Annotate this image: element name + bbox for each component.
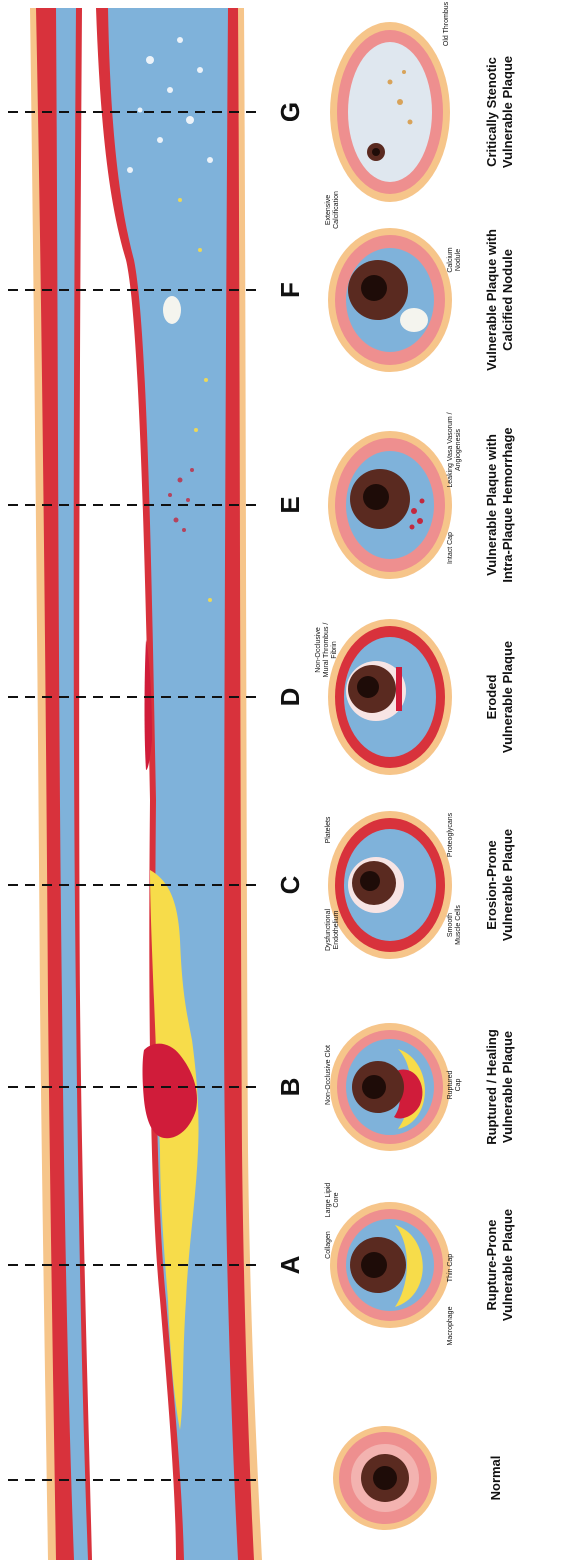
caption-a-2: Vulnerable Plaque (500, 1209, 515, 1321)
annotation-collagen: Collagen (325, 1231, 332, 1259)
caption-b-1: Ruptured / Healing (484, 1029, 499, 1145)
caption-e-2: Intra-Plaque Hemorrhage (500, 427, 515, 582)
annotation-large-lipid-core-1: Large Lipid (325, 1183, 332, 1218)
annotation-non-occlusive-clot: Non-Occlusive Clot (325, 1045, 332, 1105)
cross-section-normal (333, 1426, 437, 1530)
caption-a-1: Rupture-Prone (484, 1220, 499, 1311)
caption-b-2: Vulnerable Plaque (500, 1031, 515, 1143)
cross-section-f (328, 228, 452, 372)
annotation-proteoglycans: Proteoglycans (447, 812, 454, 857)
stage-letter-a: A (275, 1255, 305, 1274)
caption-d-1: Eroded (484, 675, 499, 720)
annotation-vasa-1: Leaking Vasa Vasorum / (447, 412, 454, 487)
stage-letter-g: G (275, 102, 305, 122)
cross-section-e (328, 431, 452, 579)
annotation-vasa-2: Angiogenesis (455, 428, 462, 471)
caption-g-2: Vulnerable Plaque (500, 56, 515, 168)
annotation-macrophage: Macrophage (447, 1306, 454, 1345)
stage-letter-e: E (275, 496, 305, 513)
caption-normal-1: Normal (488, 1456, 503, 1501)
cross-section-c (328, 811, 452, 959)
stage-letter-c: C (275, 875, 305, 894)
caption-c-1: Erosion-Prone (484, 840, 499, 930)
stage-letters: A B C D E F G (275, 102, 305, 1275)
caption-d-2: Vulnerable Plaque (500, 641, 515, 753)
caption-g-1: Critically Stenotic (484, 57, 499, 167)
annotation-calcium-2: Nodule (455, 249, 462, 271)
stage-letter-b: B (275, 1078, 305, 1097)
annotation-extensive-1: Extensive (325, 195, 332, 225)
stage-captions: Normal Rupture-Prone Vulnerable Plaque R… (484, 56, 515, 1501)
annotation-mural-2: Mural Thrombus / (323, 623, 330, 678)
stage-letter-d: D (275, 688, 305, 707)
caption-f-2: Calcified Nodule (500, 249, 515, 351)
annotation-calcium-1: Calcium (447, 247, 454, 272)
annotation-mural-1: Non-Occlusive (315, 627, 322, 673)
annotation-extensive-2: Calcification (333, 191, 340, 229)
annotation-intact-cap: Intact Cap (447, 532, 454, 564)
caption-f-1: Vulnerable Plaque with (484, 229, 499, 371)
annotation-thin-cap: Thin Cap (447, 1254, 454, 1283)
annotation-platelets: Platelets (325, 816, 332, 843)
annotation-large-lipid-core-2: Core (333, 1192, 340, 1207)
annotation-dysfunctional-2: Endothelium (333, 910, 340, 949)
cross-section-b (330, 1023, 450, 1151)
annotation-old-thrombus: Old Thrombus (443, 1, 450, 46)
cross-section-a (330, 1202, 450, 1328)
annotation-ruptured-cap-2: Cap (455, 1078, 462, 1091)
annotation-dysfunctional-1: Dysfunctional (325, 909, 332, 951)
cross-section-g (330, 22, 450, 202)
annotation-smooth-muscle-2: Muscle Cells (455, 905, 462, 945)
caption-c-2: Vulnerable Plaque (500, 829, 515, 941)
annotation-mural-3: Fibrin (331, 641, 338, 659)
cross-section-d (328, 619, 452, 775)
annotation-smooth-muscle-1: Smooth (447, 913, 454, 937)
longitudinal-artery (30, 8, 262, 1560)
annotation-ruptured-cap-1: Ruptured (447, 1070, 454, 1099)
caption-e-1: Vulnerable Plaque with (484, 434, 499, 576)
stage-letter-f: F (275, 282, 305, 298)
artery-calcium-nodule (163, 296, 181, 324)
